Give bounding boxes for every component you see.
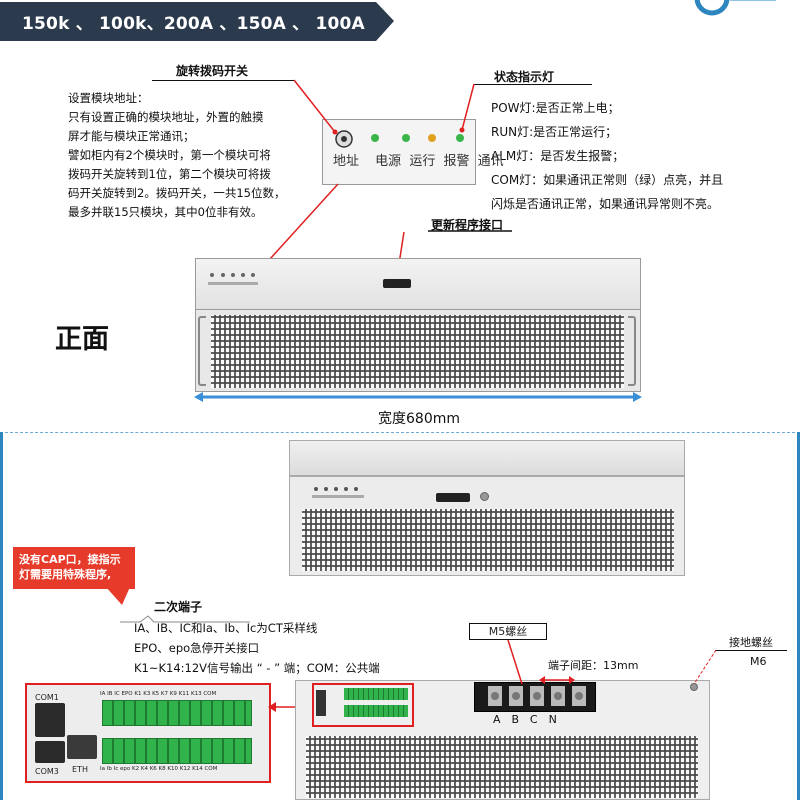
front-section-label: 正面 [55, 324, 109, 355]
rear-screw-icon [480, 492, 489, 501]
panel-label-run: 运行 [409, 154, 436, 169]
rotary-switch-description: 设置模块地址： 只有设置正确的模块地址，外置的触摸 屏才能与模块正常通讯； 譬如… [68, 89, 285, 222]
rear-terminal-strip-bottom [344, 705, 408, 717]
rotary-desc-line: 码开关旋转到2。拨码开关，一共15位数， [68, 186, 286, 200]
m5-label: M5螺丝 [469, 623, 547, 640]
note-line: 没有CAP口，接指示 [19, 553, 121, 566]
terminal-zoom-panel [25, 683, 271, 783]
eth-port [67, 735, 97, 759]
spacing-arrow [539, 676, 575, 684]
terminal-block-bottom [102, 738, 252, 764]
header-models-text: 150k 、 100k、200A 、150A 、 100A [22, 14, 365, 34]
right-handle [628, 316, 636, 386]
section-divider [0, 432, 800, 433]
ground-pointer [693, 649, 717, 685]
terminal-desc-line: IA、IB、IC和Ia、Ib、Ic为CT采样线 [134, 621, 318, 635]
terminal-desc-line: K1~K14:12V信号输出 “ - ” 端；COM：公共端 [134, 661, 380, 675]
panel-label-address: 地址 [333, 154, 360, 169]
com3-label: COM3 [35, 767, 59, 776]
secondary-terminal-title: 二次端子 [154, 600, 203, 614]
frame-right-border [797, 432, 800, 800]
block-letter-a: A [493, 713, 512, 726]
rear-terminal-highlight [312, 683, 414, 727]
rotary-desc-line: 屏才能与模块正常通讯； [68, 129, 195, 143]
rotary-desc-line: 最多并联15只模块，其中0位非有效。 [68, 205, 263, 219]
rotary-desc-line: 只有设置正确的模块地址，外置的触摸 [68, 110, 264, 124]
panel-label-comm: 通讯 [477, 154, 504, 169]
update-port-title: 更新程序接口 [431, 218, 504, 232]
status-desc-line: COM灯：如果通讯正常则（绿）点亮，并且 [491, 173, 724, 187]
com-port-bottom [35, 741, 65, 763]
rear-update-port [436, 493, 470, 502]
terminal-bottom-labels: Ia Ib Ic epo K2 K4 K6 K8 K10 K12 K14 COM [100, 766, 218, 772]
m5-pointer [507, 640, 523, 685]
front-led-row [208, 273, 258, 285]
rear-unit-top [289, 440, 685, 476]
rotary-title-underline [152, 80, 294, 81]
terminal-top-labels: IA IB IC EPO K1 K3 K5 K7 K9 K11 K13 COM [100, 691, 217, 697]
com1-label: COM1 [35, 693, 59, 702]
eth-label: ETH [72, 765, 88, 774]
header-banner [0, 2, 394, 41]
rear-bottom-vent-grille [306, 736, 698, 798]
rotary-desc-line: 譬如柜内有2个模块时，第一个模块可将 [68, 148, 271, 162]
update-port-connector [383, 279, 411, 288]
terminal-block-top [102, 700, 252, 726]
front-vent-grille [211, 315, 624, 388]
rotary-switch-title: 旋转拨码开关 [176, 64, 249, 78]
width-dimension-arrow [194, 392, 642, 402]
status-desc-line: 闪烁是否通讯正常，如果通讯异常则不亮。 [491, 197, 720, 211]
note-line: 灯需要用特殊程序, [19, 568, 112, 581]
panel-label-alarm: 报警 [443, 154, 470, 169]
indicator-panel-graphics [335, 130, 464, 148]
power-terminal-screws [488, 686, 586, 706]
status-title-underline [474, 84, 592, 85]
block-letters: ABCN [493, 713, 568, 726]
width-label: 宽度680mm [378, 411, 460, 427]
ground-screw-label: 接地螺丝 [729, 636, 773, 649]
cap-port-note: 没有CAP口，接指示 灯需要用特殊程序, [13, 547, 135, 589]
block-letter-c: C [529, 713, 549, 726]
terminal-spacing-label: 端子间距：13mm [548, 659, 639, 672]
note-pointer [106, 587, 130, 605]
status-lights-description: POW灯:是否正常上电； RUN灯:是否正常运行； ALM灯：是否发生报警； C… [491, 96, 723, 216]
status-desc-line: ALM灯：是否发生报警； [491, 149, 625, 163]
panel-labels: 地址 电源 运行 报警 通讯 [333, 150, 504, 169]
block-letter-n: N [548, 713, 568, 726]
block-letter-b: B [511, 713, 530, 726]
indicator-panel-zoom [322, 119, 476, 185]
rotary-desc-line: 设置模块地址： [68, 91, 149, 105]
status-lights-title: 状态指示灯 [494, 70, 555, 84]
front-top-panel [195, 258, 641, 310]
rear-com-port [316, 690, 326, 716]
ground-label-underline [715, 650, 787, 651]
rear-terminal-strip-top [344, 688, 408, 700]
left-handle [198, 316, 206, 386]
secondary-terminal-pointer [120, 615, 250, 623]
brand-logo-icon [694, 0, 776, 16]
m6-label: M6 [750, 655, 767, 668]
frame-left-border [0, 432, 3, 800]
secondary-terminal-description: IA、IB、IC和Ia、Ib、Ic为CT采样线 EPO、epo急停开关接口 K1… [134, 618, 380, 678]
status-desc-line: RUN灯:是否正常运行； [491, 125, 618, 139]
rear-top-vent-grille [302, 509, 674, 571]
panel-label-power: 电源 [375, 154, 402, 169]
rear-led-row [312, 487, 364, 498]
status-desc-line: POW灯:是否正常上电； [491, 101, 620, 115]
com-port-top [35, 703, 65, 737]
rotary-desc-line: 拨码开关旋转到1位，第二个模块可将拨 [68, 167, 271, 181]
terminal-desc-line: EPO、epo急停开关接口 [134, 641, 260, 655]
